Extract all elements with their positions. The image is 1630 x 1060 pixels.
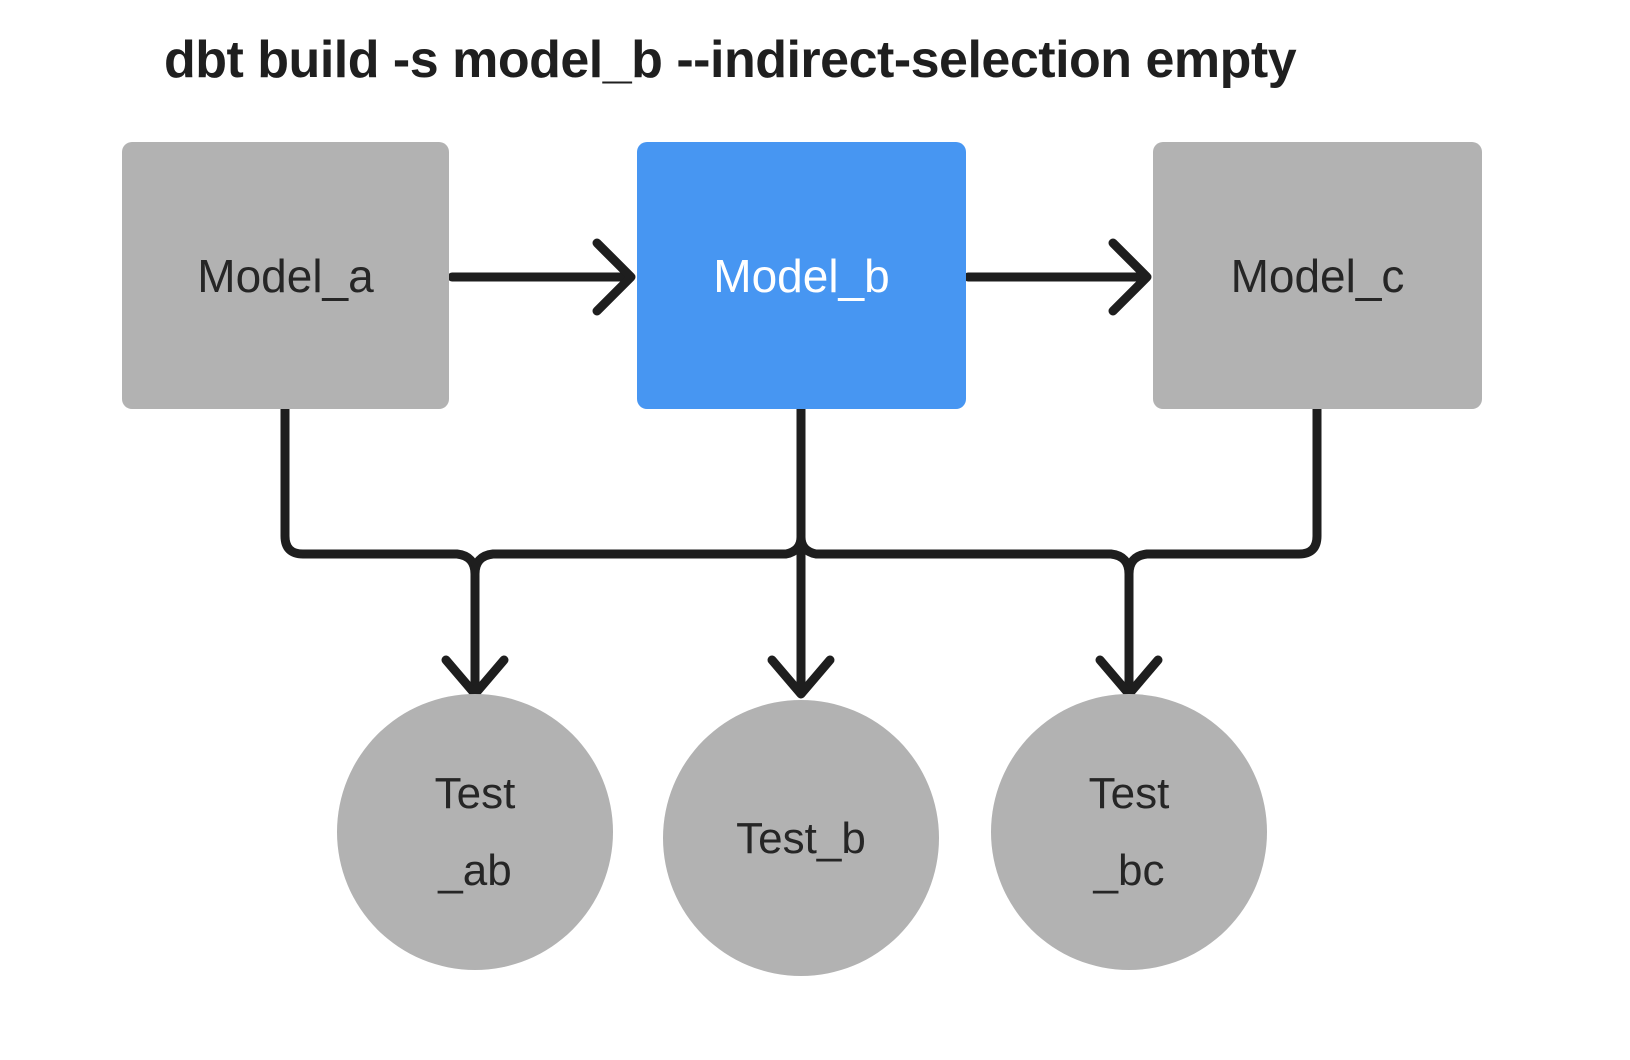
node-test-b: Test_b <box>663 700 939 976</box>
edge-model-b-to-test-bc <box>796 532 1134 579</box>
node-model-a-label: Model_a <box>197 249 374 302</box>
node-test-b-label: Test_b <box>736 813 866 863</box>
node-model-c-label: Model_c <box>1230 249 1405 302</box>
node-test-ab: Test _ab <box>337 694 613 970</box>
edge-model-a-to-test-ab <box>280 404 480 695</box>
edge-model-a-to-model-b-arrowhead-icon <box>592 238 636 316</box>
node-test-bc: Test _bc <box>991 694 1267 970</box>
node-model-a: Model_a <box>122 142 449 409</box>
node-model-b-label: Model_b <box>713 249 890 302</box>
edge-model-c-to-test-bc <box>1124 404 1322 695</box>
edge-model-b-to-test-ab <box>470 532 806 579</box>
node-model-c: Model_c <box>1153 142 1482 409</box>
node-test-ab-label-line1: Test <box>434 769 516 818</box>
test-b-arrowhead-icon <box>767 655 835 699</box>
node-test-ab-label-line2: _ab <box>438 846 512 895</box>
node-test-bc-label-line1: Test <box>1088 769 1170 818</box>
node-test-bc-label-line2: _bc <box>1093 846 1165 895</box>
node-model-b-selected: Model_b <box>637 142 966 409</box>
diagram-title: dbt build -s model_b --indirect-selectio… <box>164 31 1297 89</box>
edge-model-b-to-model-c-arrowhead-icon <box>1108 238 1152 316</box>
